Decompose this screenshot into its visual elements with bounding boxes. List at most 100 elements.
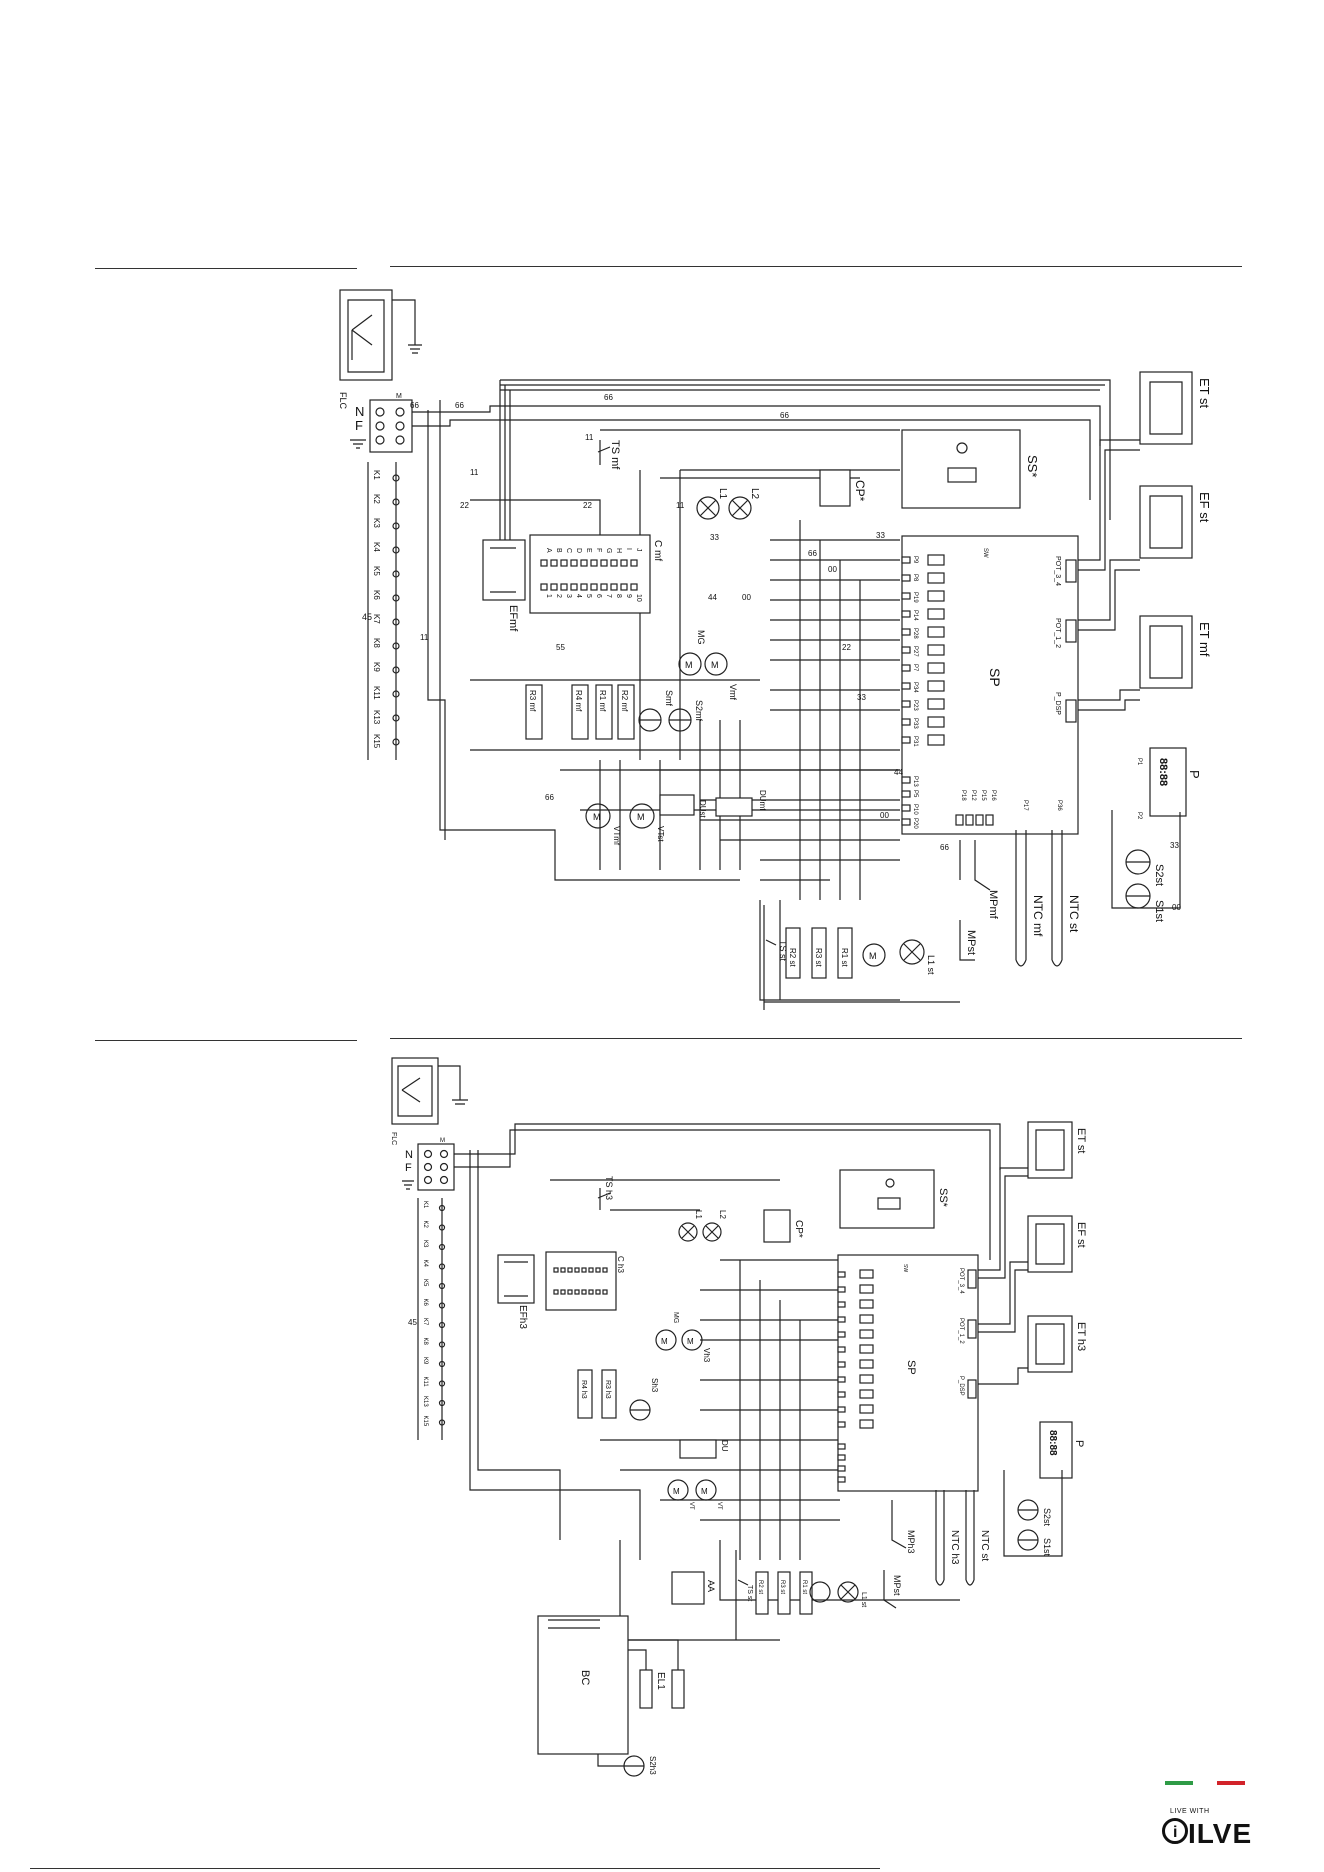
efh3-label: EFh3 bbox=[517, 1305, 528, 1329]
l1-label-bottom: L1 bbox=[694, 1210, 703, 1219]
r1st-label: R1 st bbox=[840, 948, 849, 967]
bc-label: BC bbox=[579, 1670, 591, 1685]
el1-element-2 bbox=[671, 1669, 685, 1709]
ts-st-switch bbox=[765, 939, 777, 946]
k-terminal bbox=[392, 618, 400, 626]
sp-pin bbox=[901, 682, 911, 690]
k-label: K4 bbox=[372, 542, 381, 552]
sp-pin-label: P12 bbox=[970, 790, 976, 801]
k-label: K1 bbox=[422, 1201, 428, 1209]
vt-fan-2 bbox=[695, 1479, 717, 1501]
r3-mf-resistor bbox=[525, 684, 543, 740]
svg-text:M: M bbox=[685, 660, 693, 670]
vtmf-label: VTmf bbox=[612, 826, 621, 846]
wire-label: 66 bbox=[808, 549, 817, 558]
sp-pin bbox=[901, 804, 911, 812]
sp-pin bbox=[901, 556, 911, 564]
svg-text:M: M bbox=[637, 812, 645, 822]
r1st-label-bottom: R1 st bbox=[801, 1580, 807, 1594]
ch3-pin bbox=[553, 1267, 559, 1273]
wire-label: 66 bbox=[940, 843, 949, 852]
lamp-l1 bbox=[696, 496, 720, 520]
vtst-label: VTst bbox=[656, 826, 665, 842]
cmf-pin bbox=[620, 559, 628, 567]
k-terminal bbox=[438, 1204, 446, 1212]
sp-pin bbox=[837, 1465, 846, 1472]
sp-relay bbox=[927, 626, 945, 638]
ch3-pin bbox=[567, 1289, 573, 1295]
sp-relay bbox=[859, 1314, 874, 1324]
sp-pin bbox=[837, 1361, 846, 1368]
sp-pin bbox=[837, 1331, 846, 1338]
ss-label-bottom: SS* bbox=[937, 1188, 949, 1208]
aa-unit bbox=[671, 1571, 705, 1605]
phase-label-bottom: F bbox=[405, 1162, 412, 1174]
section-rule-top-left bbox=[95, 268, 357, 269]
mg-label: MG bbox=[696, 630, 706, 645]
efmf-fan bbox=[482, 539, 526, 601]
sp-relay bbox=[859, 1404, 874, 1414]
svg-text:M: M bbox=[661, 1337, 668, 1346]
sp-pin-label: P13 bbox=[912, 776, 918, 787]
cp-label: CP* bbox=[853, 480, 867, 502]
sp-pin bbox=[837, 1271, 846, 1278]
ch3-pin bbox=[595, 1267, 601, 1273]
flc-label: FLC bbox=[338, 392, 348, 410]
mph3-label: MPh3 bbox=[906, 1530, 916, 1554]
p1-label: P1 bbox=[1136, 758, 1142, 766]
sp-relay bbox=[859, 1284, 874, 1294]
p-display-bottom bbox=[1039, 1421, 1073, 1479]
sp-pin-label: P27 bbox=[912, 646, 918, 657]
sp-relay bbox=[859, 1359, 874, 1369]
svg-text:M: M bbox=[673, 1487, 680, 1496]
sp-relay bbox=[927, 554, 945, 566]
du-label: DU bbox=[720, 1440, 729, 1452]
cmf-pin-letter: G bbox=[605, 548, 612, 553]
ground-icon bbox=[350, 439, 366, 449]
cmf-pin bbox=[610, 559, 618, 567]
r3-st-resistor bbox=[811, 927, 827, 979]
k-terminal bbox=[438, 1341, 446, 1348]
bc-board bbox=[537, 1615, 629, 1755]
sp-pin bbox=[837, 1346, 846, 1353]
sp-pin bbox=[901, 818, 911, 826]
k-label: K9 bbox=[422, 1357, 428, 1365]
wire-label: 66 bbox=[545, 793, 554, 802]
terminal-m-label: M bbox=[396, 393, 402, 400]
ts-st-switch-bottom bbox=[735, 1550, 749, 1640]
sp-relay bbox=[859, 1269, 874, 1279]
k-terminal bbox=[392, 690, 400, 698]
et-st-label-bottom: ET st bbox=[1075, 1128, 1087, 1153]
sp-pin bbox=[837, 1421, 846, 1428]
pdsp-label: P_DSP bbox=[1054, 692, 1061, 715]
k-label: K11 bbox=[422, 1377, 428, 1388]
ch3-pin bbox=[602, 1267, 608, 1273]
ground-icon-bottom bbox=[402, 1180, 414, 1190]
sp-relay bbox=[927, 644, 945, 656]
sp-relay bbox=[859, 1389, 874, 1399]
ch3-pin bbox=[581, 1289, 587, 1295]
sp-pin bbox=[901, 700, 911, 708]
mg-label-bottom: MG bbox=[672, 1312, 679, 1323]
sp-pin-label: P9 bbox=[912, 556, 918, 564]
ch3-pin bbox=[560, 1289, 566, 1295]
ts-mf-switch bbox=[597, 440, 611, 465]
cp-box-bottom bbox=[763, 1209, 791, 1243]
k-label: K2 bbox=[372, 494, 381, 504]
dust-unit bbox=[659, 794, 695, 816]
sp-pin-label: P15 bbox=[980, 790, 986, 801]
ch3-pin bbox=[574, 1289, 580, 1295]
r3-h3-resistor bbox=[601, 1369, 617, 1419]
p-display-value-bottom: 88:88 bbox=[1047, 1430, 1058, 1456]
wire-label: 11 bbox=[420, 633, 429, 642]
sp-pin bbox=[901, 610, 911, 618]
k-label: K1 bbox=[372, 470, 381, 480]
r1-st-resistor bbox=[837, 927, 853, 979]
r1-st-resistor-bottom bbox=[799, 1571, 813, 1615]
sp-pin-label: P10 bbox=[912, 804, 918, 815]
k-terminal bbox=[438, 1243, 446, 1251]
sp-relay bbox=[859, 1419, 874, 1429]
cmf-pin bbox=[580, 583, 588, 591]
cmf-pin-number: 10 bbox=[635, 594, 642, 602]
